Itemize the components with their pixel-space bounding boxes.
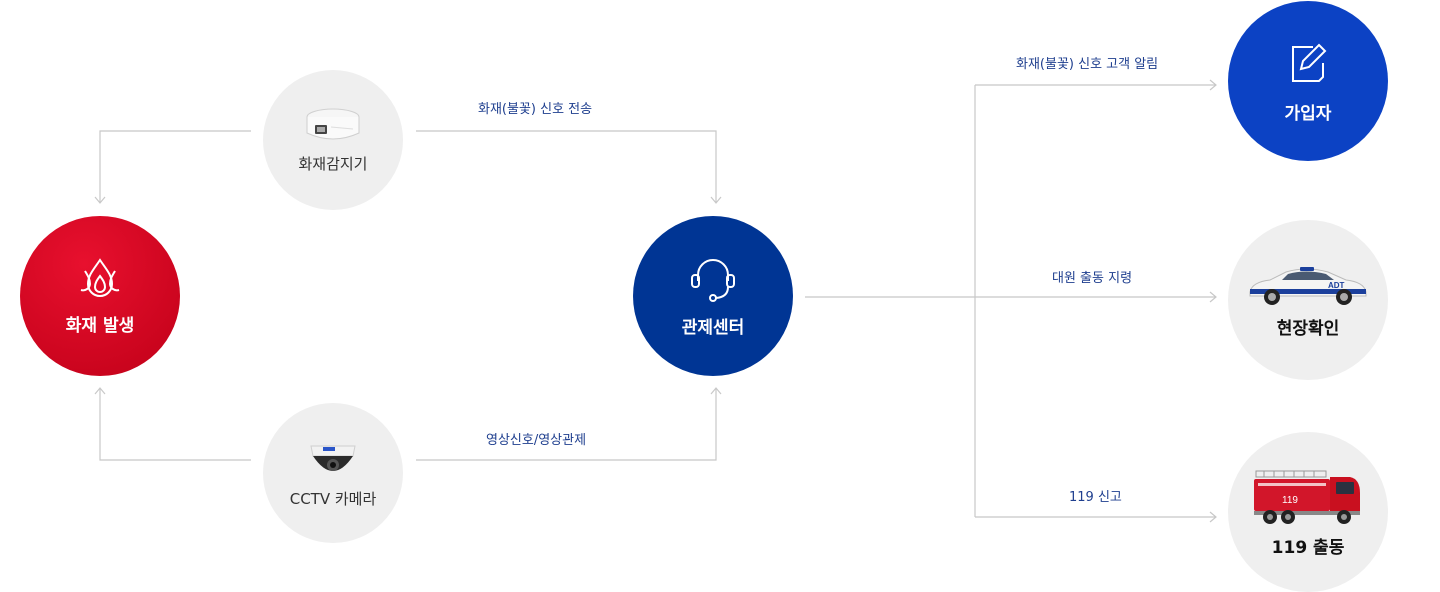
edge-label-to-subscriber: 화재(불꽃) 신호 고객 알림 (1016, 57, 1159, 72)
headset-icon (691, 258, 735, 302)
patrol-car-icon: ADT (1249, 266, 1367, 305)
node-fire: 화재 발생 (20, 216, 180, 376)
node-detector: 화재감지기 (263, 70, 403, 210)
node-detector-label: 화재감지기 (298, 154, 368, 173)
node-subscriber-label: 가입자 (1284, 103, 1332, 124)
node-site-check: ADT 현장확인 (1228, 220, 1388, 380)
edit-note-icon (1292, 43, 1327, 82)
node-119-dispatch: 119 119 출동 (1228, 432, 1388, 592)
edge-label-cctv-to-control: 영상신호/영상관제 (486, 433, 587, 448)
fire-truck-icon: 119 (1254, 470, 1360, 524)
svg-text:119: 119 (1282, 495, 1298, 506)
smoke-detector-icon (306, 108, 360, 139)
node-subscriber: 가입자 (1228, 1, 1388, 161)
dome-camera-icon (310, 445, 356, 471)
node-cctv: CCTV 카메라 (263, 403, 403, 543)
node-site-check-label: 현장확인 (1276, 318, 1340, 339)
edge-label-to-119: 119 신고 (1069, 490, 1122, 505)
edge-label-to-site: 대원 출동 지령 (1052, 271, 1133, 286)
node-control-center-label: 관제센터 (681, 317, 745, 338)
edge-label-detector-to-control: 화재(불꽃) 신호 전송 (478, 102, 593, 117)
node-fire-label: 화재 발생 (65, 315, 135, 336)
node-119-dispatch-label: 119 출동 (1271, 537, 1345, 558)
node-cctv-label: CCTV 카메라 (289, 489, 377, 508)
svg-text:ADT: ADT (1328, 281, 1345, 290)
flame-drops-icon (80, 257, 120, 297)
node-control-center: 관제센터 (633, 216, 793, 376)
